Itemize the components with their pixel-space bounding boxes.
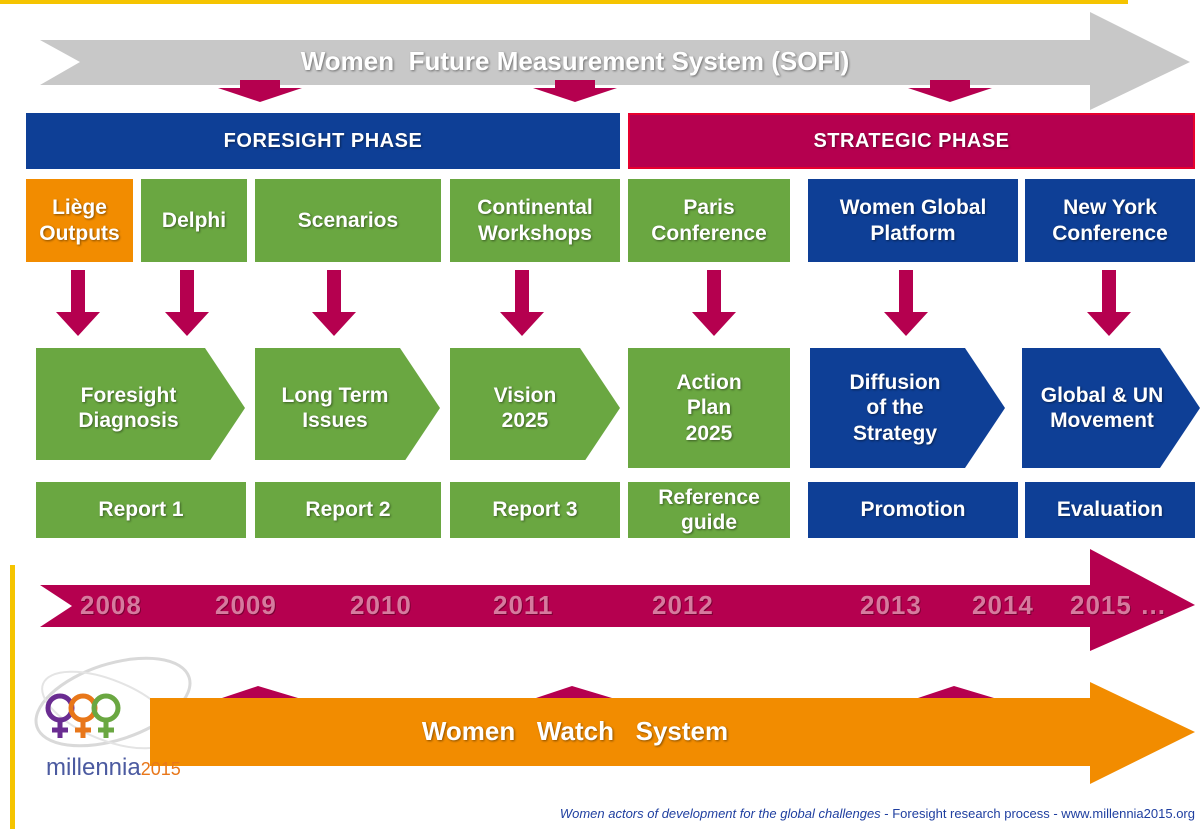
- watch-banner-title: Women Watch System: [421, 716, 729, 747]
- year-2014: 2014: [972, 590, 1034, 620]
- timeline-arrow: [40, 549, 1195, 651]
- source-scenarios: Scenarios: [255, 179, 441, 262]
- paris-line-2: Conference: [651, 221, 767, 245]
- year-2012: 2012: [652, 590, 714, 620]
- source-delphi: Delphi: [141, 179, 247, 262]
- reference-guide: Reference guide: [628, 482, 790, 538]
- source-liege-outputs: Liège Outputs: [26, 179, 133, 262]
- evaluation: Evaluation: [1025, 482, 1195, 538]
- continental-line-2: Workshops: [478, 221, 592, 245]
- newyork-line-1: New York: [1063, 196, 1157, 220]
- logo-text-a: millennia: [46, 754, 141, 781]
- footer-italic: Women actors of development for the glob…: [559, 806, 881, 821]
- year-2011: 2011: [493, 590, 554, 620]
- footer-caption: Women actors of development for the glob…: [380, 806, 1195, 821]
- year-2013: 2013: [860, 590, 922, 620]
- diffusion-line-1: Diffusion: [849, 371, 941, 395]
- report-1: Report 1: [36, 482, 246, 538]
- liege-line-2: Outputs: [39, 221, 120, 245]
- source-continental-workshops: Continental Workshops: [450, 179, 620, 262]
- promotion: Promotion: [808, 482, 1018, 538]
- source-new-york-conference: New York Conference: [1025, 179, 1195, 262]
- diagnosis-line-2: Diagnosis: [78, 409, 179, 432]
- left-gold-line: [10, 565, 15, 829]
- movement-line-2: Movement: [1050, 409, 1154, 432]
- outcome-chevrons: [36, 348, 620, 460]
- action-line-2: Plan: [686, 396, 732, 420]
- watch-arrow: [150, 682, 1195, 784]
- outcome-vision-2025: Vision 2025: [450, 348, 600, 468]
- action-line-1: Action: [676, 371, 742, 395]
- platform-line-1: Women Global: [839, 196, 987, 220]
- millennia-logo-text: millennia2015: [46, 754, 181, 782]
- year-2015: 2015 …: [1070, 590, 1168, 620]
- footer-rest: - Foresight research process - www.mille…: [880, 806, 1195, 821]
- flow-down-arrows: [56, 270, 1131, 336]
- continental-line-1: Continental: [477, 196, 593, 220]
- sofi-banner-title: Women Future Measurement System (SOFI): [300, 46, 850, 77]
- outcome-chevrons-2: [628, 348, 1200, 468]
- diffusion-line-3: Strategy: [852, 421, 938, 445]
- outcome-diffusion-strategy: Diffusion of the Strategy: [810, 348, 980, 468]
- outcome-foresight-diagnosis: Foresight Diagnosis: [36, 348, 221, 468]
- foresight-phase-bar: FORESIGHT PHASE: [26, 113, 620, 169]
- vision-line-1: Vision: [493, 383, 557, 407]
- guide-line-2: guide: [681, 511, 737, 534]
- movement-line-1: Global & UN: [1040, 383, 1164, 407]
- newyork-line-2: Conference: [1052, 221, 1168, 245]
- guide-line-1: Reference: [658, 485, 760, 509]
- diffusion-line-2: of the: [866, 396, 924, 420]
- year-2008: 2008: [80, 590, 142, 620]
- millennia-logo-graphic: [34, 656, 192, 750]
- diagnosis-line-1: Foresight: [80, 383, 177, 407]
- issues-line-2: Issues: [302, 409, 368, 432]
- outcome-long-term-issues: Long Term Issues: [255, 348, 415, 468]
- report-2: Report 2: [255, 482, 441, 538]
- year-2010: 2010: [350, 590, 412, 620]
- strategic-phase-bar: STRATEGIC PHASE: [628, 113, 1195, 169]
- source-women-global-platform: Women Global Platform: [808, 179, 1018, 262]
- logo-text-b: 2015: [140, 759, 181, 779]
- sofi-arrow: [40, 12, 1190, 110]
- sofi-down-arrows: [218, 80, 992, 102]
- issues-line-1: Long Term: [281, 383, 389, 407]
- vision-line-2: 2025: [501, 409, 549, 432]
- outcome-action-plan-2025: Action Plan 2025: [628, 348, 790, 468]
- source-paris-conference: Paris Conference: [628, 179, 790, 262]
- paris-line-1: Paris: [683, 196, 735, 220]
- platform-line-2: Platform: [870, 221, 956, 245]
- report-3: Report 3: [450, 482, 620, 538]
- top-gold-line: [0, 0, 1128, 4]
- action-line-3: 2025: [685, 421, 733, 445]
- outcome-global-un-movement: Global & UN Movement: [1022, 348, 1182, 468]
- year-2009: 2009: [215, 590, 277, 620]
- liege-line-1: Liège: [52, 196, 107, 220]
